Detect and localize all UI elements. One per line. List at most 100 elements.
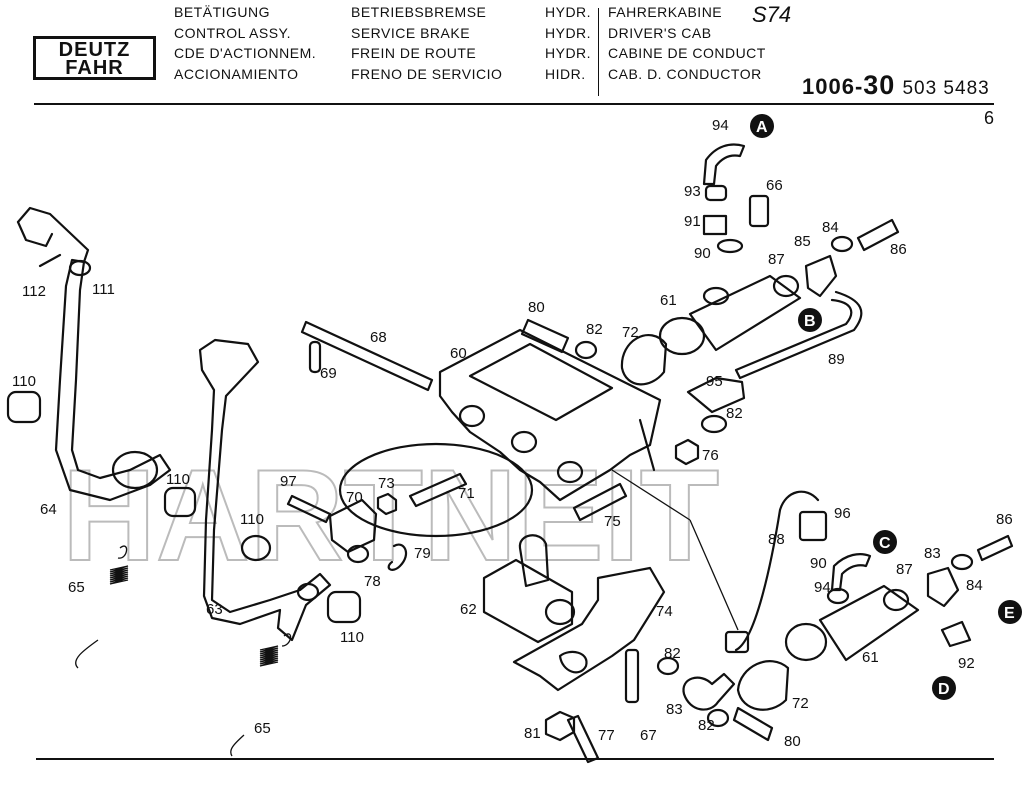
deutz-fahr-logo: DEUTZ FAHR xyxy=(33,36,156,80)
bleeder-92 xyxy=(940,620,972,648)
svg-text:C: C xyxy=(879,535,891,552)
label-90-top: 90 xyxy=(694,245,711,262)
label-60: 60 xyxy=(450,345,467,362)
return-spring-65a xyxy=(75,545,129,669)
bolt-91 xyxy=(702,214,728,236)
bolt-86-low xyxy=(976,534,1014,562)
pedal-hub-64 xyxy=(111,450,159,490)
brake-line-88 xyxy=(734,490,820,652)
washer-78 xyxy=(346,544,370,564)
bolt-86-top xyxy=(856,218,900,252)
label-61-top: 61 xyxy=(660,292,677,309)
label-82-top: 82 xyxy=(586,321,603,338)
bolt-77 xyxy=(566,714,600,764)
header-column-type: HYDR. HYDR. HYDR. HIDR. xyxy=(545,2,591,84)
svg-text:D: D xyxy=(938,681,950,698)
header-rule xyxy=(34,103,994,105)
footer-rule xyxy=(36,758,994,760)
label-83-low: 83 xyxy=(666,701,683,718)
label-96: 96 xyxy=(834,505,851,522)
master-cylinder-61-bottom xyxy=(784,584,920,662)
fitting-95 xyxy=(686,376,746,414)
fitting-93 xyxy=(704,184,728,202)
svg-text:B: B xyxy=(804,313,816,330)
elbow-94 xyxy=(702,143,746,186)
callout-b: B xyxy=(798,308,822,332)
type-es: HIDR. xyxy=(545,65,586,82)
label-110-a: 110 xyxy=(12,373,36,390)
label-66: 66 xyxy=(766,177,783,194)
group-de: BETÄTIGUNG xyxy=(174,4,271,20)
washer-82-low xyxy=(656,656,680,676)
logo-line-2: FAHR xyxy=(65,57,124,79)
brake-pedal-right xyxy=(198,338,332,642)
group-es: ACCIONAMIENTO xyxy=(174,65,299,82)
master-cylinder-61-top xyxy=(658,274,802,356)
label-112: 112 xyxy=(22,283,46,300)
type-en: HYDR. xyxy=(545,24,592,41)
brake-pedal-left xyxy=(16,206,172,502)
pin-69 xyxy=(308,340,322,374)
label-81: 81 xyxy=(524,725,541,742)
label-91: 91 xyxy=(684,213,701,230)
label-67: 67 xyxy=(640,727,657,744)
assembly-fr: FREIN DE ROUTE xyxy=(351,45,477,61)
elbow-94-low xyxy=(830,553,872,592)
bushing-110-b xyxy=(163,486,197,518)
label-110-c: 110 xyxy=(240,511,264,528)
label-65-bottom: 65 xyxy=(254,720,271,737)
callout-e: E xyxy=(998,600,1022,624)
label-62: 62 xyxy=(460,601,477,618)
label-82-bottom: 82 xyxy=(698,717,715,734)
label-61-bottom: 61 xyxy=(862,649,879,666)
leader-line-2 xyxy=(689,519,739,631)
callout-d: D xyxy=(932,676,956,700)
page-number: 6 xyxy=(984,108,995,128)
assembly-en: SERVICE BRAKE xyxy=(351,24,471,41)
nut-73 xyxy=(376,492,398,516)
label-88: 88 xyxy=(768,531,785,548)
bolt-80-bottom xyxy=(732,706,774,742)
header-column-location: FAHRERKABINE DRIVER'S CAB CABINE DE COND… xyxy=(608,2,766,84)
boot-72-bottom xyxy=(736,660,790,711)
fitting-96 xyxy=(798,510,828,542)
label-64: 64 xyxy=(40,501,57,518)
washer-82-bottom xyxy=(706,708,730,728)
label-110-b: 110 xyxy=(166,471,190,488)
label-76: 76 xyxy=(702,447,719,464)
washer-82-top xyxy=(574,340,598,360)
type-fr: HYDR. xyxy=(545,45,592,61)
part-number-rest: 503 5483 xyxy=(902,78,990,99)
label-69: 69 xyxy=(320,365,337,382)
label-71: 71 xyxy=(458,485,475,502)
return-spring-65b xyxy=(230,633,292,757)
bleeder-66 xyxy=(748,194,770,228)
clip-79 xyxy=(387,543,408,571)
label-110-d: 110 xyxy=(340,629,364,646)
threaded-rod-71 xyxy=(408,472,468,508)
washer-84-low xyxy=(950,553,974,571)
header-column-assembly: BETRIEBSBREMSE SERVICE BRAKE FREIN DE RO… xyxy=(351,2,502,84)
group-fr: CDE D'ACTIONNEM. xyxy=(174,45,317,61)
banjo-85 xyxy=(804,254,838,298)
banjo-83-low xyxy=(926,566,960,608)
label-83-right: 83 xyxy=(924,545,941,562)
label-73: 73 xyxy=(378,475,395,492)
clevis-70 xyxy=(328,498,378,554)
banjo-83 xyxy=(682,672,736,711)
label-82-mid: 82 xyxy=(726,405,743,422)
group-en: CONTROL ASSY. xyxy=(174,24,291,41)
bushing-110-a xyxy=(6,390,42,424)
location-de: FAHRERKABINE xyxy=(608,4,723,20)
part-number: 1006-30 503 5483 xyxy=(802,70,990,101)
label-65-left: 65 xyxy=(68,579,85,596)
label-95: 95 xyxy=(706,373,723,390)
label-72-top: 72 xyxy=(622,324,639,341)
label-86-low: 86 xyxy=(996,511,1013,528)
label-80-bottom: 80 xyxy=(784,733,801,750)
assembly-es: FRENO DE SERVICIO xyxy=(351,65,503,82)
label-90-low: 90 xyxy=(810,555,827,572)
label-78: 78 xyxy=(364,573,381,590)
svg-text:E: E xyxy=(1004,605,1015,622)
